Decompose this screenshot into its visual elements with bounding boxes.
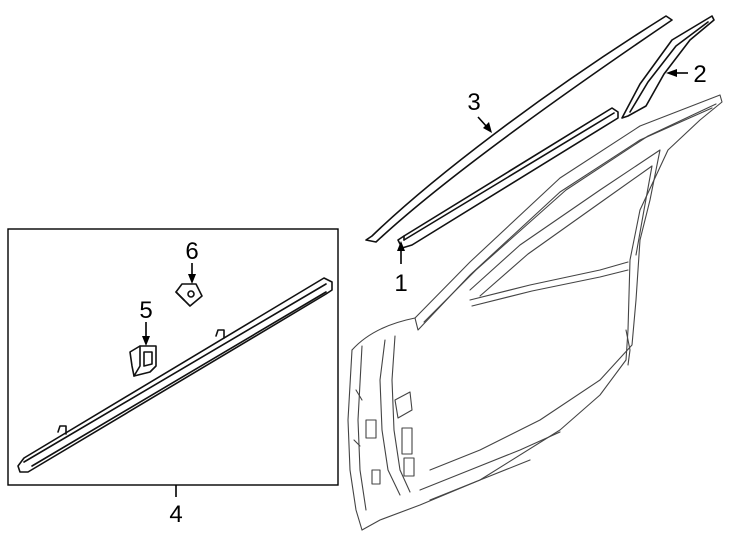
callout-6: 6 (185, 238, 198, 265)
part-6-nut (175, 283, 203, 307)
part-4-side-molding (17, 277, 333, 473)
callout-5: 5 (139, 297, 152, 324)
part-5-clip (129, 345, 157, 377)
callout-2: 2 (693, 61, 706, 88)
part-2-pillar-applique (621, 15, 715, 119)
callout-4: 4 (169, 501, 182, 528)
leader-lines (142, 69, 688, 497)
inset-box (7, 228, 339, 486)
part-3-frame-molding (365, 15, 673, 243)
front-door-shell (347, 94, 723, 531)
callout-1: 1 (394, 270, 407, 297)
part-1-belt-weatherstrip (397, 107, 619, 249)
callout-3: 3 (467, 89, 480, 116)
